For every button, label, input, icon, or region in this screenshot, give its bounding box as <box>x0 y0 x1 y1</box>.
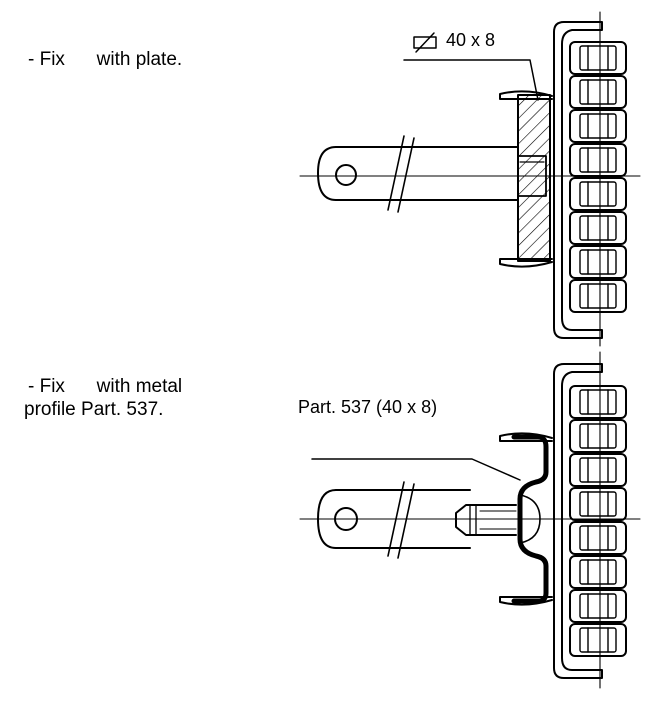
step-2-instruction: - Fix with metal profile Part. 537. <box>24 375 183 421</box>
drawing-plate-fixing <box>299 11 641 347</box>
step-1-bullet: - Fix <box>28 49 65 70</box>
step-1-text: with plate. <box>96 49 183 70</box>
step-2-bullet: - Fix <box>28 376 65 397</box>
arm-2 <box>317 481 471 559</box>
flat-bar-section-icon <box>413 32 437 53</box>
step-2-text-line1: with metal <box>96 376 183 397</box>
plate-size-label: 40 x 8 <box>446 30 496 50</box>
step-1-instruction: - Fix with plate. <box>28 48 182 71</box>
drawing-profile-fixing <box>299 351 641 689</box>
step-2-text-line2: profile Part. 537. <box>24 399 164 420</box>
arm-1 <box>317 135 519 213</box>
profile-part-label: Part. 537 (40 x 8) <box>298 397 438 417</box>
